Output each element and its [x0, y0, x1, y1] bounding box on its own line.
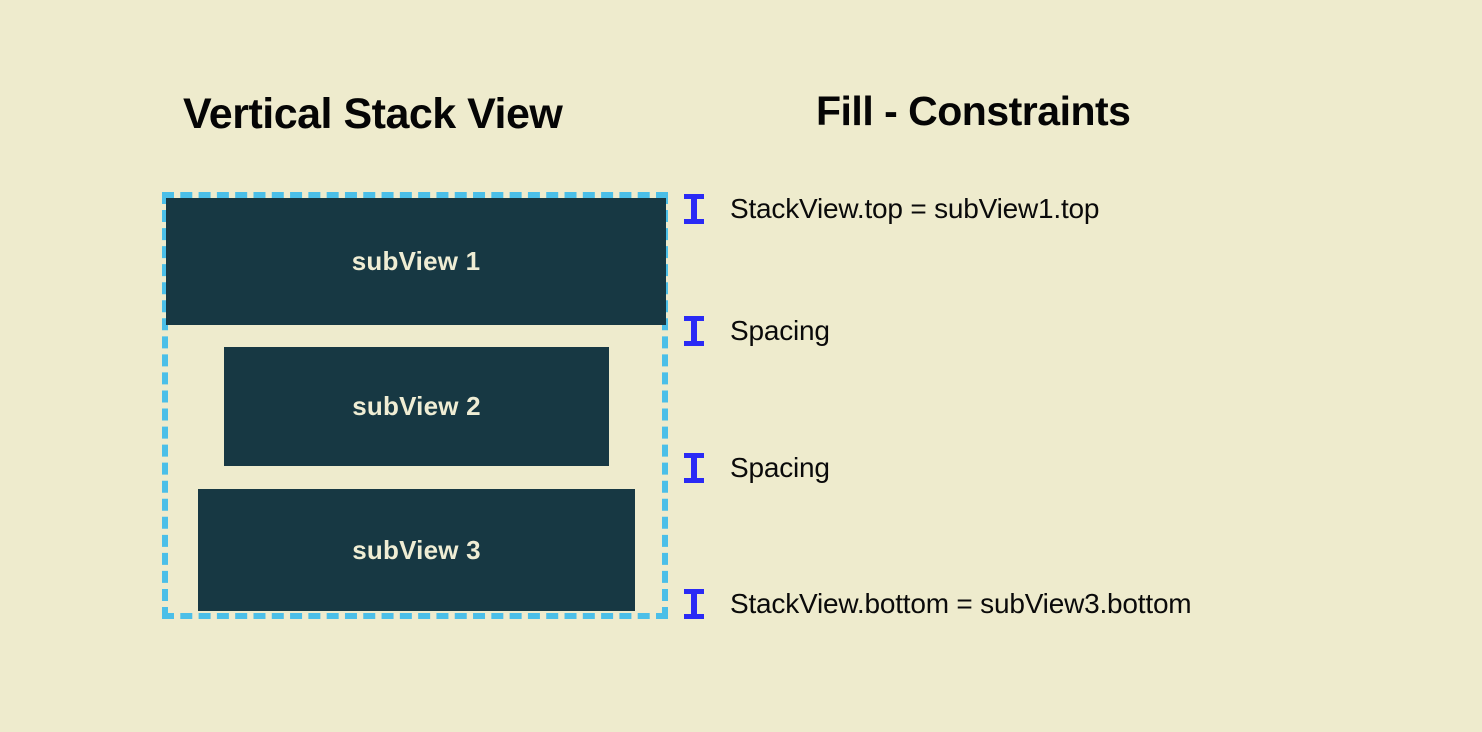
subview-3-label: subView 3 [352, 534, 481, 565]
i-beam-icon [682, 315, 708, 347]
i-beam-icon [682, 452, 708, 484]
stack-view-bounds [162, 192, 668, 619]
constraint-label-bottom: StackView.bottom = subView3.bottom [730, 588, 1192, 619]
i-beam-icon [682, 588, 708, 620]
subview-2-label: subView 2 [352, 391, 481, 421]
constraint-label-spacing-1: Spacing [730, 315, 830, 346]
page-title-vertical-stack-view: Vertical Stack View [183, 90, 563, 138]
constraint-label-spacing-2: Spacing [730, 452, 830, 483]
subview-1-label: subView 1 [351, 246, 481, 276]
constraint-row-spacing-1: Spacing [682, 311, 830, 351]
constraint-row-top: StackView.top = subView1.top [682, 189, 1099, 229]
constraint-row-bottom: StackView.bottom = subView3.bottom [682, 584, 1192, 624]
constraint-label-top: StackView.top = subView1.top [730, 193, 1100, 224]
subview-1-box[interactable]: subView 1 [166, 198, 666, 325]
constraint-row-spacing-2: Spacing [682, 448, 830, 488]
subview-2-box[interactable]: subView 2 [224, 347, 609, 466]
page-title-fill-constraints: Fill - Constraints [816, 88, 1131, 134]
i-beam-icon [682, 193, 708, 225]
subview-3-box[interactable]: subView 3 [198, 489, 635, 611]
